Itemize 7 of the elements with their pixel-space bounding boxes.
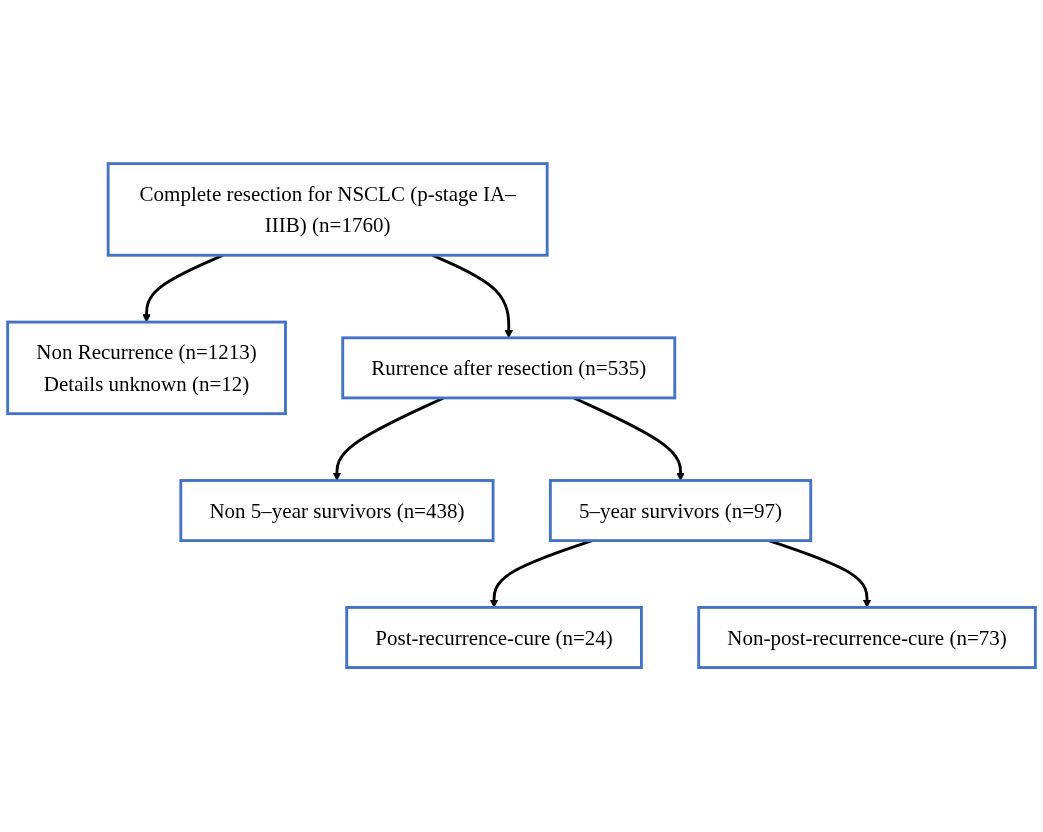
node-box: Post-recurrence-cure (n=24) — [345, 606, 643, 670]
node-box: Complete resection for NSCLC (p-stage IA–IIIB) (n=1760) — [106, 162, 549, 258]
node-box: Non 5–year survivors (n=438) — [179, 479, 495, 543]
node-box: 5–year survivors (n=97) — [548, 479, 813, 543]
node-box: Non Recurrence (n=1213) Details unknown (n=12) — [6, 321, 287, 416]
node-box: Rurrence after resection (n=535) — [341, 336, 677, 400]
node-box: Non-post-recurrence-cure (n=73) — [697, 606, 1037, 670]
